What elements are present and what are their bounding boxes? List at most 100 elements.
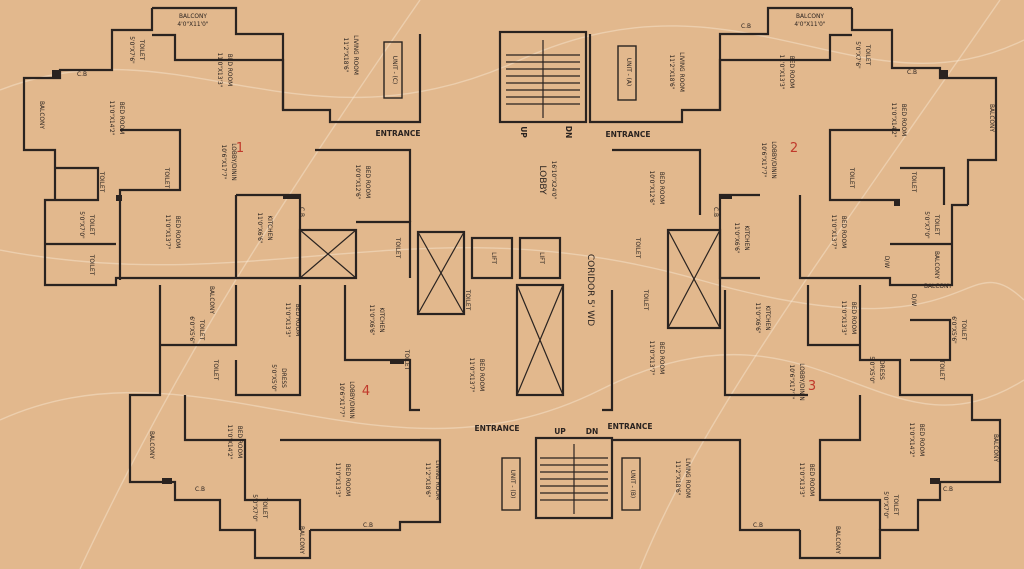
unit1-toilet-size: 5'0"X7'6" [128, 36, 136, 64]
unit1-cb-label: C.B [77, 70, 87, 78]
corridor-label: CORIDOR 5' WD [585, 254, 595, 326]
unit2-balcony2-label: BALCONY [933, 251, 941, 279]
unit2-cb-label: C.B [741, 22, 751, 30]
unit1-toilet3-label: TOILET [98, 171, 106, 193]
unit-4-plan: BALCONY TOILET 6'0"X5'6" TOILET BED ROOM… [128, 285, 521, 560]
unit2-unit-label: UNIT - (A) [625, 58, 633, 86]
unit4-toilet5-label: TOILET [464, 289, 472, 311]
unit3-toilet2-label: TOILET [938, 359, 946, 381]
unit1-balcony-size: 4'0"X11'0" [177, 20, 209, 28]
unit3-cb2-label: C.B [753, 521, 763, 529]
unit3-living-label: LIVING ROOM [684, 458, 692, 498]
unit4-bed2-size: 11'0"X14'2" [226, 425, 234, 460]
unit2-dw-label: D/W [883, 256, 891, 268]
unit3-bed2-label: BED ROOM [658, 342, 666, 374]
unit2-bed3-size: 11'0"X13'7" [830, 215, 838, 250]
unit4-toilet2-label: TOILET [212, 359, 220, 381]
lobby-size: 16'10"X24'0" [550, 161, 558, 200]
unit4-balcony-label: BALCONY [208, 286, 216, 314]
unit4-lobby-size: 10'6"X17'7" [338, 383, 346, 418]
unit4-unit-label: UNIT - (D) [509, 470, 517, 499]
unit4-toilet-size: 6'0"X5'6" [188, 316, 196, 344]
unit3-unit-label: UNIT - (B) [629, 470, 637, 498]
unit1-toilet5-label: TOILET [88, 254, 96, 276]
stair-up-label: UP [519, 126, 528, 138]
unit2-toilet2-label: TOILET [848, 167, 856, 189]
unit3-lobby-size: 10'6"X17'7" [788, 365, 796, 400]
unit-number-1: 1 [236, 141, 244, 156]
unit3-toilet3-label: TOILET [642, 289, 650, 311]
unit-number-2: 2 [790, 141, 798, 156]
unit2-toilet5-label: TOILET [634, 237, 642, 259]
unit1-kitchen-size: 11'0"X6'6" [256, 212, 264, 244]
unit4-bed4-size: 11'0"X13'7" [468, 358, 476, 393]
unit3-cb-label: C.B [943, 485, 953, 493]
unit3-bed3-size: 11'0"X14'2" [908, 423, 916, 458]
unit2-kitchen-size: 11'0"X6'6" [733, 222, 741, 254]
unit4-bed4-label: BED ROOM [478, 359, 486, 391]
unit3-bed4-size: 11'0"X13'3" [798, 463, 806, 498]
unit4-balcony3-label: BALCONY [298, 526, 306, 554]
unit1-toilet-label: TOILET [138, 39, 146, 61]
unit1-balcony-label: BALCONY [179, 12, 207, 20]
unit3-bed4-label: BED ROOM [808, 464, 816, 496]
unit4-bed-label: BED ROOM [294, 304, 302, 336]
unit3-lobby-label: LOBBY/DININ [798, 363, 806, 401]
unit3-bed2-size: 11'0"X13'7" [648, 341, 656, 376]
lift-left-label: LIFT [490, 252, 498, 264]
unit2-toilet-size: 5'0"X7'6" [854, 41, 862, 69]
unit4-bed3-size: 11'0"X13'3" [334, 463, 342, 498]
unit4-cb-label: C.B [195, 485, 205, 493]
unit1-living-label: LIVING ROOM [352, 35, 360, 75]
unit2-living-label: LIVING ROOM [678, 52, 686, 92]
unit1-toilet4-size: 5'0"X7'0" [78, 211, 86, 239]
unit2-toilet3-label: TOILET [910, 171, 918, 193]
unit2-kitchen-label: KITCHEN [743, 225, 751, 250]
unit3-dw-label: D/W [910, 294, 918, 306]
unit2-bed3-label: BED ROOM [840, 216, 848, 248]
unit2-lobby-size: 10'6"X17'7" [760, 143, 768, 178]
stair-down-label: DN [564, 126, 573, 139]
lobby-label: LOBBY [537, 165, 547, 195]
unit1-lobby-label: LOBBY/DININ [230, 143, 238, 181]
unit4-living-size: 11'2"X18'6" [424, 463, 432, 498]
unit-2-plan: BALCONY 4'0"X11'0" C.B C.B TOILET 5'0"X7… [588, 6, 998, 330]
unit1-bed2-size: 11'0"X14'2" [108, 101, 116, 136]
unit2-toilet4-label: TOILET [933, 214, 941, 236]
stair-down-label-bottom: DN [586, 427, 599, 436]
unit1-bed4-label: BED ROOM [364, 166, 372, 198]
unit2-living-size: 11'2"X18'6" [668, 55, 676, 90]
unit4-toilet-label: TOILET [198, 319, 206, 341]
unit3-living-size: 11'2"X18'6" [674, 461, 682, 496]
unit2-cb3-label: C.B [712, 207, 720, 217]
unit1-toilet2-label: TOILET [163, 167, 171, 189]
entrance-label-bottom-right: ENTRANCE [608, 422, 653, 431]
unit2-balcony-size: 4'0"X11'0" [794, 20, 826, 28]
unit-3-plan: BALCONY TOILET 6'0"X5'6" TOILET DRESS 5'… [602, 282, 1002, 560]
unit3-balcony2-label: BALCONY [992, 434, 1000, 462]
stair-up-label-bottom: UP [554, 427, 566, 436]
unit4-toilet4-label: TOILET [403, 349, 411, 371]
unit2-cb2-label: C.B [907, 68, 917, 76]
unit2-bed4-size: 10'0"X12'6" [648, 171, 656, 206]
unit1-bed4-size: 10'0"X12'6" [354, 165, 362, 200]
unit3-toilet4-size: 5'0"X7'0" [882, 491, 890, 519]
unit4-dress-label: DRESS [280, 368, 288, 388]
unit1-unit-label: UNIT - (C) [391, 56, 399, 84]
unit1-living-size: 11'2"X18'6" [342, 38, 350, 73]
unit4-lobby-label: LOBBY/DININ [348, 381, 356, 419]
unit2-bed-size: 11'0"X13'3" [778, 55, 786, 90]
entrance-label-top-left: ENTRANCE [376, 129, 421, 138]
unit2-bed4-label: BED ROOM [658, 172, 666, 204]
unit1-toilet6-label: TOILET [394, 237, 402, 259]
unit3-balcony3-label: BALCONY [834, 526, 842, 554]
unit2-bed2-size: 11'0"X14'2" [890, 103, 898, 138]
unit3-bed-size: 11'0"X13'3" [840, 301, 848, 336]
unit-1-plan: BALCONY 4'0"X11'0" C.B TOILET 5'0"X7'6" … [22, 6, 422, 287]
unit3-bed-label: BED ROOM [850, 302, 858, 334]
unit4-bed-size: 11'0"X13'3" [284, 303, 292, 338]
unit2-balcony-label: BALCONY [796, 12, 824, 20]
unit4-cb2-label: C.B [363, 521, 373, 529]
unit4-bed3-label: BED ROOM [344, 464, 352, 496]
unit4-living-label: LIVING ROOM [434, 460, 442, 500]
